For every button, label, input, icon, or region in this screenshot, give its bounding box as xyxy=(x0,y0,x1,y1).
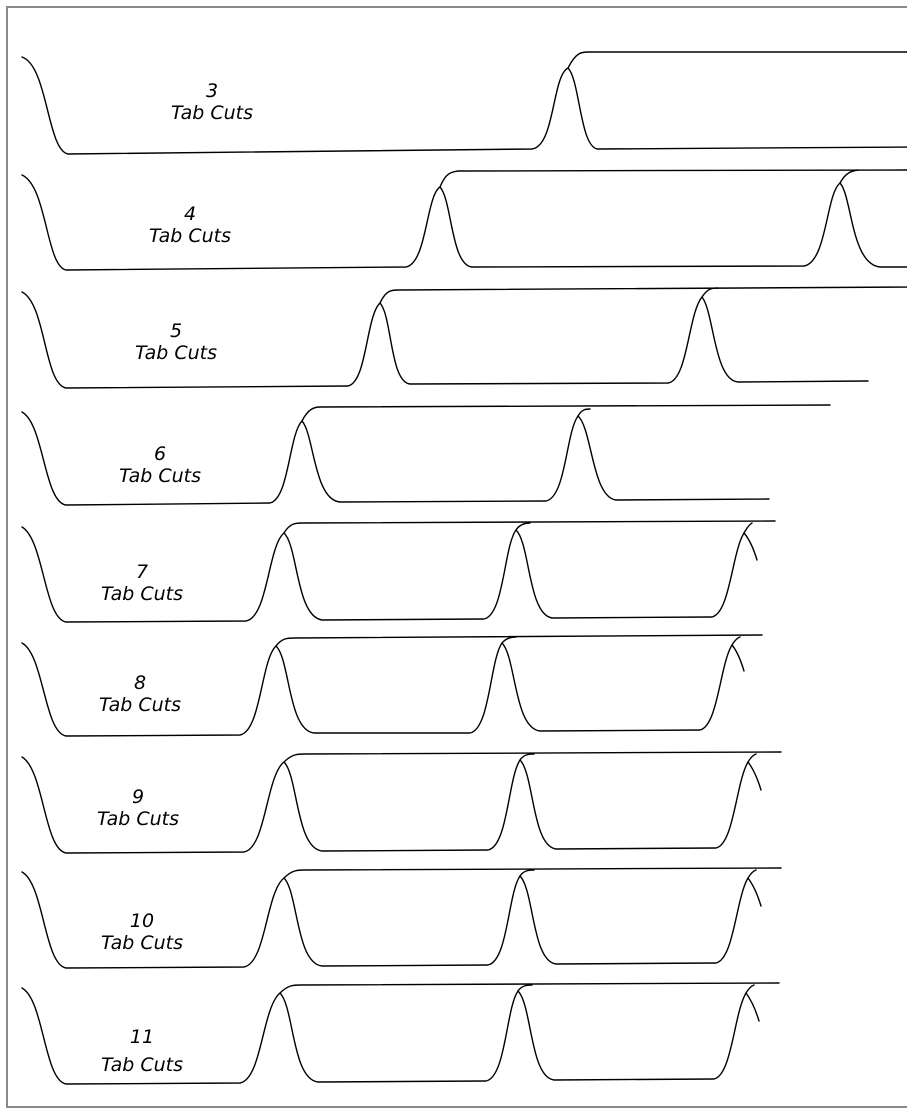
tab-outline xyxy=(747,877,762,907)
tab-outline xyxy=(379,287,719,385)
tab-outline xyxy=(21,169,907,271)
tab-outline xyxy=(283,753,535,852)
tab-cuts-label: Tab Cuts xyxy=(100,583,183,605)
tab-outline xyxy=(21,634,763,737)
tab-outline xyxy=(301,408,591,503)
row-label-7: 7 Tab Cuts xyxy=(62,561,222,605)
tab-outline xyxy=(21,520,776,623)
tab-row-7 xyxy=(21,520,776,623)
tab-row-3 xyxy=(21,51,907,155)
row-label-3: 3 Tab Cuts xyxy=(132,80,292,124)
row-label-8: 8 Tab Cuts xyxy=(60,672,220,716)
tab-row-11 xyxy=(21,982,780,1085)
tab-count: 10 xyxy=(129,910,155,932)
tab-count: 6 xyxy=(153,443,167,465)
tab-outline xyxy=(743,532,758,561)
row-label-11: 11 Tab Cuts xyxy=(62,1026,222,1076)
tab-cuts-label: Tab Cuts xyxy=(96,808,179,830)
tab-outline xyxy=(275,636,517,734)
tab-outline xyxy=(515,522,753,619)
tab-count: 4 xyxy=(183,203,197,225)
row-label-6: 6 Tab Cuts xyxy=(80,443,240,487)
tab-outline xyxy=(519,753,757,850)
tab-outline xyxy=(577,415,770,501)
tab-outline xyxy=(21,51,907,155)
row-label-5: 5 Tab Cuts xyxy=(96,320,256,364)
tab-cuts-label: Tab Cuts xyxy=(170,102,253,124)
tab-cuts-label: Tab Cuts xyxy=(100,1054,183,1076)
tab-cuts-label: Tab Cuts xyxy=(118,465,201,487)
tab-row-9 xyxy=(21,751,782,854)
tab-row-8 xyxy=(21,634,763,737)
tab-count: 7 xyxy=(135,561,149,583)
tab-outline xyxy=(21,982,780,1085)
tab-row-4 xyxy=(21,169,907,271)
tab-outline xyxy=(501,636,741,732)
tab-outline xyxy=(21,404,831,506)
tab-outline xyxy=(567,67,907,150)
tab-cuts-label: Tab Cuts xyxy=(100,932,183,954)
tab-outline xyxy=(731,644,745,672)
tab-count: 11 xyxy=(129,1026,155,1048)
page-frame xyxy=(6,6,907,1108)
tab-outline xyxy=(839,182,907,268)
tab-cuts-label: Tab Cuts xyxy=(148,225,231,247)
tab-count: 5 xyxy=(169,320,183,342)
tab-outline xyxy=(21,751,782,854)
tab-outline xyxy=(747,761,762,791)
tab-row-5 xyxy=(21,286,907,389)
tab-outline xyxy=(21,867,782,969)
tab-outline xyxy=(701,296,869,383)
tab-count: 3 xyxy=(205,80,219,102)
tab-outline xyxy=(279,984,533,1083)
tab-outline xyxy=(21,286,907,389)
tab-cuts-label: Tab Cuts xyxy=(98,694,181,716)
tab-count: 9 xyxy=(131,786,145,808)
tab-row-6 xyxy=(21,404,831,506)
tab-outline xyxy=(439,169,859,268)
row-label-9: 9 Tab Cuts xyxy=(58,786,218,830)
row-label-10: 10 Tab Cuts xyxy=(62,910,222,954)
tab-count: 8 xyxy=(133,672,147,694)
tab-outline xyxy=(283,522,531,621)
tab-outline xyxy=(517,984,755,1081)
tab-row-10 xyxy=(21,867,782,969)
tab-outline xyxy=(745,992,760,1022)
tab-cuts-label: Tab Cuts xyxy=(134,342,217,364)
tab-outline xyxy=(519,869,757,965)
row-label-4: 4 Tab Cuts xyxy=(110,203,270,247)
tab-outline xyxy=(283,869,535,967)
